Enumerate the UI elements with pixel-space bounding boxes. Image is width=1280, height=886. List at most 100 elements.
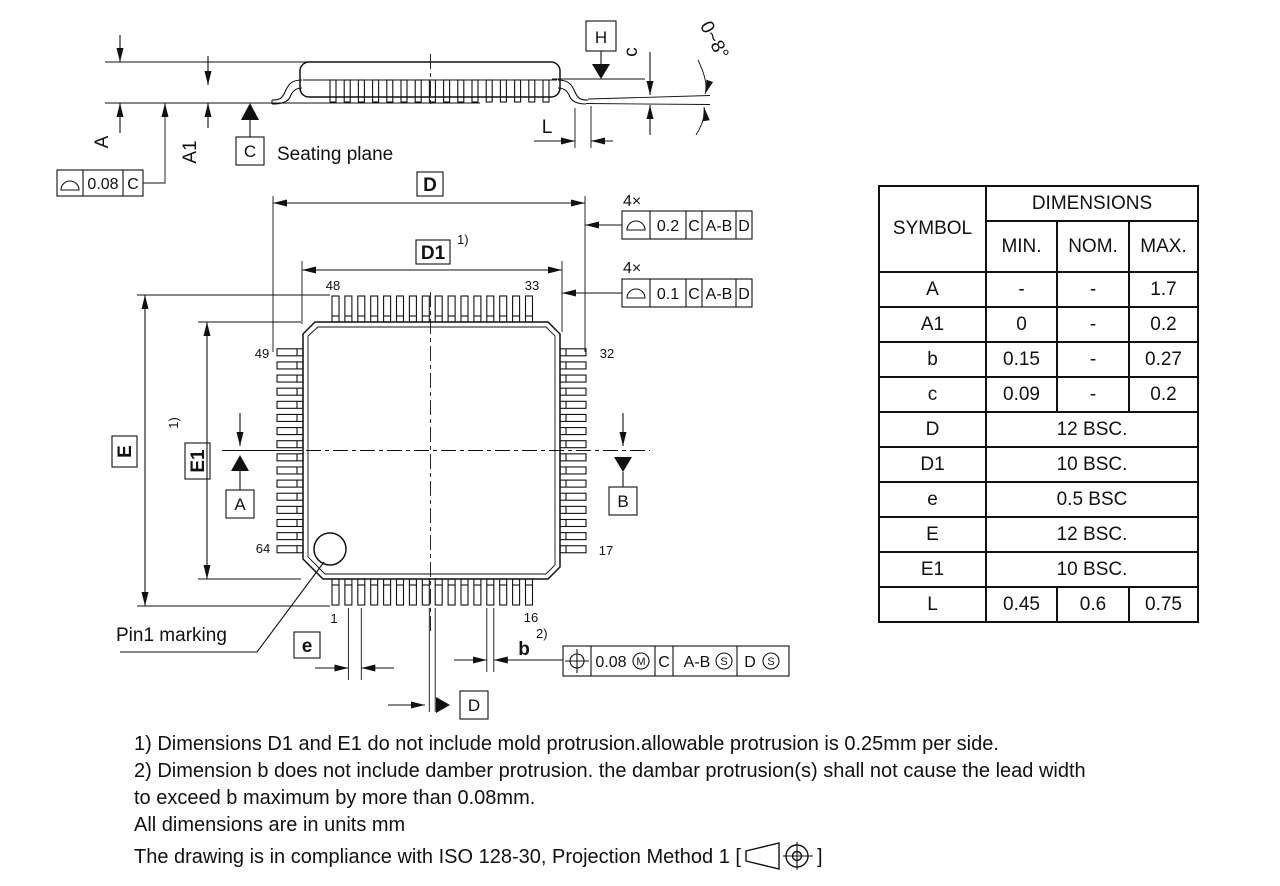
dim-label-a: A — [92, 135, 113, 148]
drawing-notes: 1) Dimensions D1 and E1 do not include m… — [134, 731, 1234, 873]
position-datum1: C — [658, 654, 670, 671]
pin-16: 16 — [524, 610, 538, 625]
dim-e-pitch: e — [293, 608, 394, 680]
lead — [383, 578, 392, 606]
symbol-cell: e — [878, 481, 987, 518]
pin-64: 64 — [256, 541, 270, 556]
first-angle-projection-icon — [745, 842, 813, 870]
lead — [386, 79, 394, 103]
lead — [524, 295, 534, 323]
lead — [357, 79, 365, 103]
lead — [499, 578, 508, 606]
profile-frame-01: 4× 0.1 C A-B D — [562, 260, 753, 308]
lead — [329, 79, 337, 103]
lead — [559, 440, 587, 449]
lead — [443, 79, 451, 103]
nom-cell: - — [1056, 271, 1130, 308]
lead — [276, 545, 304, 554]
lead — [344, 578, 353, 606]
nom-cell: - — [1056, 376, 1130, 413]
datum-triangle-icon — [241, 103, 259, 120]
datum-b: B — [608, 413, 638, 516]
datum-triangle-icon — [231, 455, 249, 471]
symbol-cell: L — [878, 586, 987, 623]
lead — [471, 79, 479, 103]
lead — [512, 578, 521, 606]
lead — [276, 387, 304, 396]
lead — [499, 295, 508, 323]
lead — [421, 295, 430, 323]
dim-label-a1: A1 — [180, 140, 201, 163]
position-datum2: A-B — [684, 654, 711, 671]
max-cell: 0.27 — [1128, 341, 1199, 378]
min-cell: - — [985, 271, 1058, 308]
dim-E: E — [111, 294, 330, 607]
note-2-continued: to exceed b maximum by more than 0.08mm. — [134, 787, 536, 809]
lead — [528, 79, 536, 103]
lead — [276, 466, 304, 475]
package-body-inner-line — [307, 326, 556, 575]
lead — [276, 413, 304, 423]
note-1: 1) Dimensions D1 and E1 do not include m… — [134, 733, 999, 755]
frame-01-datum3: D — [738, 286, 750, 303]
lead — [559, 387, 587, 396]
lead — [276, 440, 304, 449]
lead — [276, 479, 304, 488]
lead — [276, 453, 304, 462]
lead — [421, 578, 430, 606]
dim-label-e-height: E — [115, 445, 136, 458]
lead — [400, 79, 408, 103]
d1-note-ref: 1) — [457, 232, 469, 247]
datum-h: H — [585, 20, 617, 79]
note-units: All dimensions are in units mm — [134, 814, 406, 836]
pin-49: 49 — [255, 346, 269, 361]
nom-cell: - — [1056, 306, 1130, 343]
lead — [383, 295, 392, 323]
symbol-cell: A — [878, 271, 987, 308]
frame-02-datum1: C — [688, 218, 700, 235]
bsc-cell: 12 BSC. — [985, 411, 1199, 448]
symbol-cell: E1 — [878, 551, 987, 588]
dim-D: D — [272, 171, 586, 352]
lead — [457, 79, 465, 103]
lead — [486, 578, 495, 606]
datum-d-label: D — [468, 696, 480, 715]
rfs-modifier-letter2: S — [767, 656, 774, 668]
position-datum3: D — [744, 654, 756, 671]
lead — [372, 79, 380, 103]
lead — [559, 532, 587, 541]
flatness-value: 0.08 — [87, 176, 118, 193]
max-cell: 1.7 — [1128, 271, 1199, 308]
datum-b-label: B — [617, 492, 628, 511]
frame-01-datum2: A-B — [706, 286, 733, 303]
nom-cell: 0.6 — [1056, 586, 1130, 623]
left-gullwing-lead — [271, 79, 303, 105]
table-header-symbol: SYMBOL — [878, 185, 987, 273]
lead — [559, 518, 587, 528]
min-cell: 0.15 — [985, 341, 1058, 378]
dim-label-d: D — [423, 175, 437, 196]
package-body-outline — [302, 321, 561, 580]
table-header-dimensions: DIMENSIONS — [985, 185, 1199, 222]
lead — [512, 295, 521, 323]
lead — [524, 578, 534, 606]
profile-of-surface-icon — [626, 288, 646, 299]
lead — [276, 492, 304, 501]
lead — [559, 466, 587, 475]
frame-02-value: 0.2 — [657, 218, 679, 235]
symbol-cell: c — [878, 376, 987, 413]
profile-of-surface-icon — [626, 220, 646, 231]
pin-1: 1 — [330, 611, 337, 626]
lead — [408, 295, 417, 323]
side-view-body — [299, 61, 561, 98]
lead — [370, 578, 379, 606]
lead — [408, 578, 417, 606]
bsc-cell: 10 BSC. — [985, 446, 1199, 483]
true-position-icon — [565, 649, 589, 673]
lead — [559, 545, 587, 554]
